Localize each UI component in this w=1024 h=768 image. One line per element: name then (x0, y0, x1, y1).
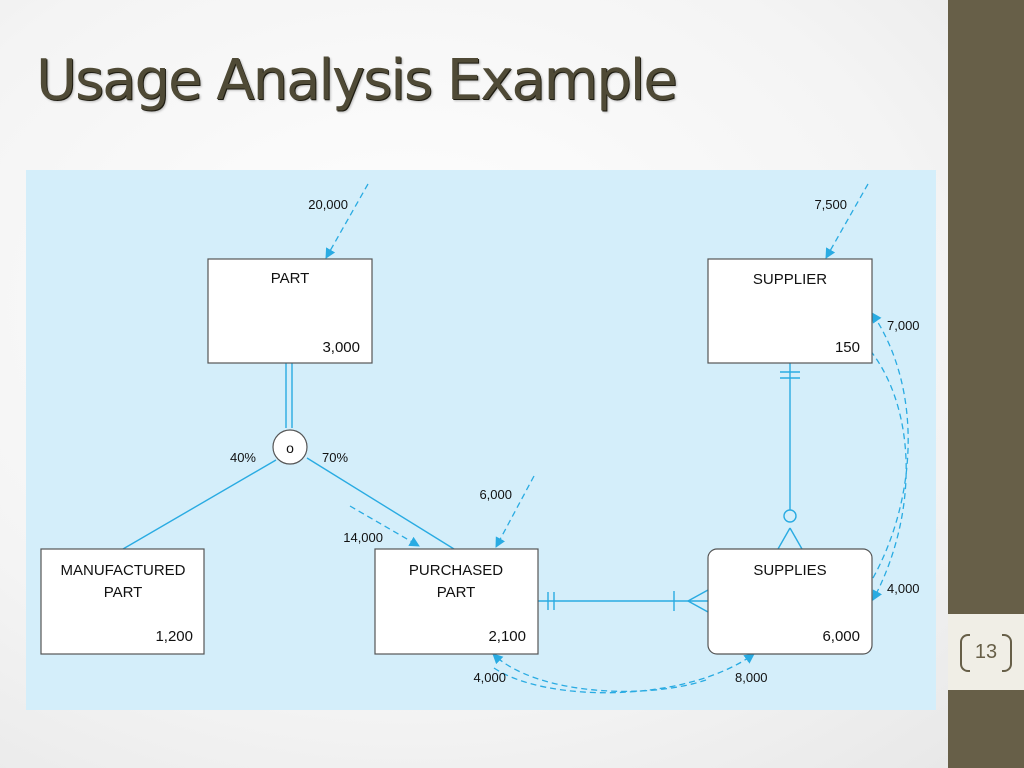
manufactured-part-name-line2: PART (104, 584, 143, 601)
part-entity (207, 258, 373, 364)
purchased-part-entry-arrow (495, 475, 535, 548)
part-name: PART (271, 270, 310, 287)
part-count: 3,000 (322, 339, 360, 356)
crowfoot-left (777, 527, 791, 550)
supplies-to-supplier-arrow (871, 312, 909, 579)
crowfoot-lower (687, 600, 709, 613)
part-to-purchased-label: 14,000 (343, 530, 383, 545)
supplies-associative-entity (707, 548, 873, 655)
manufactured-part-name-line1: MANUFACTURED (60, 562, 185, 579)
purchased-part-name-line1: PURCHASED (409, 562, 503, 579)
part-entry-arrow (325, 183, 369, 259)
supplies-name: SUPPLIES (753, 562, 826, 579)
slide-title: Usage Analysis Example (36, 48, 678, 113)
purchased-part-count: 2,100 (488, 628, 526, 645)
crowfoot-upper (687, 589, 709, 602)
purchased-part-entity (374, 548, 539, 655)
purchased-part-entry-label: 6,000 (479, 487, 512, 502)
manufactured-percentage: 40% (230, 450, 256, 465)
part-entry-label: 20,000 (308, 197, 348, 212)
supplier-name: SUPPLIER (753, 271, 827, 288)
supplier-entry-label: 7,500 (814, 197, 847, 212)
supplies-to-supplier-label: 7,000 (887, 318, 920, 333)
supplies-to-purchased-arrow (492, 653, 707, 693)
purchased-to-supplies-label: 8,000 (735, 670, 768, 685)
purchased-subtype-line (306, 457, 455, 550)
slide-number-box: 13 (948, 614, 1024, 690)
supplier-to-supplies-label: 4,000 (887, 581, 920, 596)
supplies-to-purchased-label: 4,000 (473, 670, 506, 685)
slide-number: 13 (960, 634, 1012, 672)
supplier-entry-arrow (825, 183, 869, 259)
supplier-entity (707, 258, 873, 364)
disjoint-symbol: o (286, 440, 294, 456)
crowfoot-right (789, 527, 803, 550)
subtype-disjoint-circle (272, 429, 308, 465)
manufactured-subtype-line (122, 459, 277, 550)
supplier-to-supplies-arrow (863, 342, 907, 601)
er-diagram: PART 3,000 SUPPLIER 150 MANUFACTURED PAR… (26, 170, 936, 710)
optional-circle (783, 509, 797, 523)
supplier-count: 150 (835, 339, 860, 356)
manufactured-part-entity (40, 548, 205, 655)
supplies-count: 6,000 (822, 628, 860, 645)
manufactured-part-count: 1,200 (155, 628, 193, 645)
part-to-purchased-arrow (349, 505, 420, 547)
purchased-part-name-line2: PART (437, 584, 476, 601)
purchased-percentage: 70% (322, 450, 348, 465)
